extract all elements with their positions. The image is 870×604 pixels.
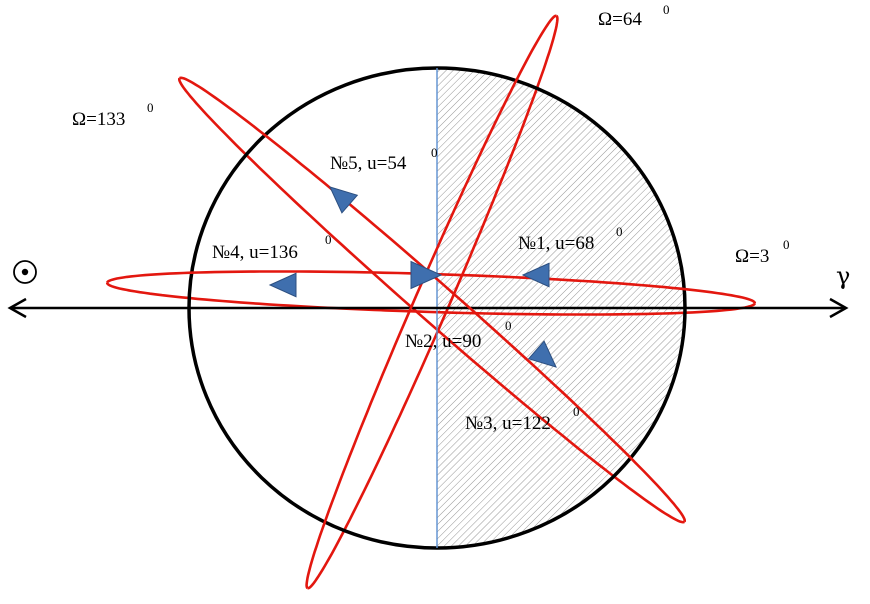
svg-text:0: 0 [505,318,512,333]
arrowhead-position-2 [410,260,443,290]
node-label-omega-64: Ω=64 0 [598,2,670,30]
svg-text:№5, u=54: №5, u=54 [330,153,407,174]
svg-text:№1, u=68: №1, u=68 [518,233,594,254]
svg-text:№2, u=90: №2, u=90 [405,331,481,352]
svg-text:0: 0 [431,145,438,160]
gamma-label: γ [836,262,850,290]
sun-gamma-axis [7,297,849,319]
svg-text:0: 0 [663,2,670,17]
node-label-omega-133: Ω=133 0 [72,100,154,130]
arrowhead-position-1 [521,262,550,288]
svg-text:0: 0 [573,404,580,419]
svg-text:Ω=133: Ω=133 [72,109,125,130]
svg-text:Ω=3: Ω=3 [735,246,769,267]
orbit-omega-3-back-half [105,282,757,316]
orbit-omega-133-back-half [178,77,685,524]
svg-text:0: 0 [147,100,154,115]
svg-text:0: 0 [783,237,790,252]
svg-text:Ω=64: Ω=64 [598,9,642,30]
svg-text:0: 0 [616,224,623,239]
orbit-omega-133-front-half [179,76,686,523]
svg-text:0: 0 [325,232,332,247]
arrowhead-position-3 [527,340,557,368]
svg-text:№4, u=136: №4, u=136 [212,242,298,263]
arrowhead-position-4 [268,272,297,298]
position-label-2: №2, u=90 0 [405,318,512,352]
node-label-omega-3: Ω=3 0 [735,237,790,267]
svg-text:№3, u=122: №3, u=122 [465,413,551,434]
arrowhead-position-5 [329,186,359,214]
arrowheads [268,186,557,368]
position-label-5: №5, u=54 0 [330,145,438,174]
sun-icon [13,260,37,284]
position-label-4: №4, u=136 0 [212,232,332,263]
position-label-1: №1, u=68 0 [518,224,623,254]
position-label-3: №3, u=122 0 [465,404,580,434]
orbit-omega-64-front-half [305,14,557,590]
